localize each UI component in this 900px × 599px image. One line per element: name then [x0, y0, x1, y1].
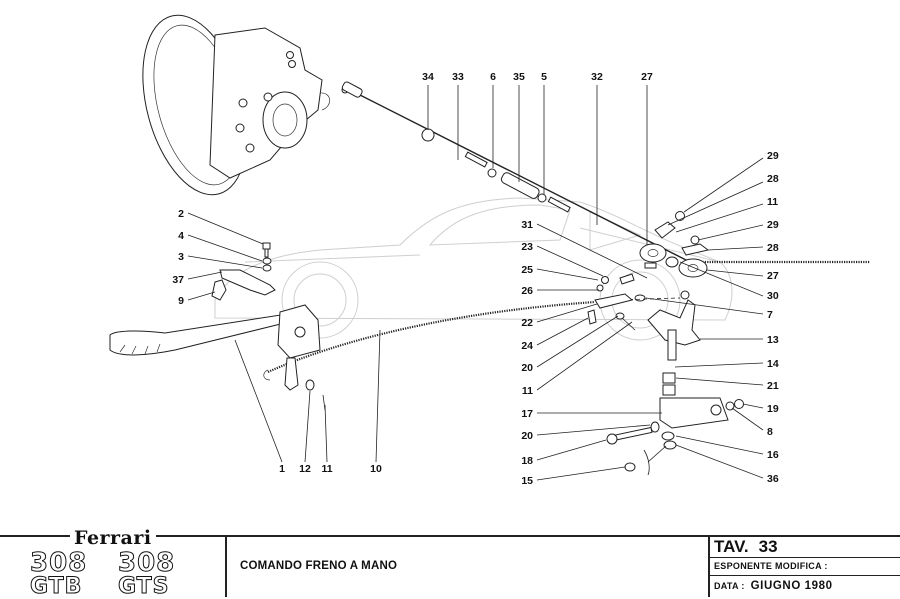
title-block: Ferrari 308 GTB 308 GTS COMANDO FRENO A …: [0, 525, 900, 599]
date-label: DATA :: [714, 581, 745, 591]
callout-top-35: 35: [513, 71, 525, 83]
title-block-right-divider: [708, 535, 710, 597]
callout-right-27: 27: [767, 270, 779, 282]
callout-right-30: 30: [767, 290, 779, 302]
callout-bottom-12: 12: [299, 463, 311, 475]
callout-right-19: 19: [767, 403, 779, 415]
cable-clamp-group: [267, 273, 636, 374]
callout-center-31: 31: [521, 219, 533, 231]
ferrari-logo: Ferrari: [70, 527, 156, 549]
callout-center-25: 25: [521, 264, 533, 276]
callout-top-6: 6: [490, 71, 496, 83]
table-label: TAV.: [714, 537, 749, 556]
rear-brake-caliper-assembly: [142, 14, 349, 196]
callout-center-11: 11: [522, 385, 533, 397]
model-badge-gtb: 308 GTB: [29, 548, 88, 599]
date-field: DATA : GIUGNO 1980: [714, 580, 833, 592]
callout-right-28a: 28: [767, 173, 779, 185]
callout-center-15: 15: [521, 475, 533, 487]
revision-label: ESPONENTE MODIFICA :: [714, 561, 828, 571]
model-variant: GTB: [29, 574, 83, 599]
callout-left-37: 37: [172, 274, 184, 286]
callout-right-29b: 29: [767, 219, 779, 231]
callout-right-28b: 28: [767, 242, 779, 254]
title-block-top-rule: [0, 535, 900, 537]
exploded-parts-diagram: 34 33 6 35 5 32 27 29 28 11 29 28 27 30 …: [109, 14, 870, 487]
callout-top-33: 33: [452, 71, 464, 83]
title-block-row-rule-2: [708, 575, 900, 576]
callout-left-3: 3: [178, 251, 184, 263]
callout-bottom-11: 11: [321, 463, 332, 475]
table-number: TAV. 33: [714, 537, 778, 557]
callout-center-20a: 20: [521, 362, 533, 374]
table-value: 33: [758, 537, 778, 556]
model-badge-gts: 308 GTS: [117, 548, 176, 599]
callout-top-34: 34: [422, 71, 434, 83]
callout-right-36: 36: [767, 473, 779, 485]
model-number: 308: [117, 548, 176, 578]
callout-top-27: 27: [641, 71, 653, 83]
callout-right-29a: 29: [767, 150, 779, 162]
callout-top-5: 5: [541, 71, 547, 83]
callout-top-32: 32: [591, 71, 603, 83]
cable-pulley-group: [639, 211, 710, 278]
callout-center-24: 24: [521, 340, 533, 352]
callout-center-20b: 20: [521, 430, 533, 442]
callout-bottom-10: 10: [370, 463, 382, 475]
callout-right-8: 8: [767, 426, 773, 438]
callout-left-2: 2: [178, 208, 184, 220]
lower-lever-arm: [606, 372, 744, 476]
callout-right-13: 13: [767, 334, 779, 346]
callout-right-7: 7: [767, 309, 773, 321]
callout-labels: 34 33 6 35 5 32 27 29 28 11 29 28 27 30 …: [172, 71, 779, 487]
callout-center-22: 22: [521, 317, 533, 329]
callout-center-18: 18: [521, 455, 533, 467]
drawing-title: COMANDO FRENO A MANO: [240, 560, 398, 572]
model-variant: GTS: [117, 574, 170, 599]
title-block-row-rule-1: [708, 557, 900, 558]
date-value: GIUGNO 1980: [750, 580, 833, 592]
revision-field: ESPONENTE MODIFICA :: [714, 561, 828, 571]
callout-right-14: 14: [767, 358, 779, 370]
title-block-left-divider: [225, 535, 227, 597]
left-bracket-group: [211, 242, 276, 301]
model-number: 308: [29, 548, 88, 578]
handbrake-lever: [109, 304, 326, 411]
callout-left-9: 9: [178, 295, 184, 307]
callout-leader-lines: [187, 85, 764, 481]
callout-right-11: 11: [767, 196, 778, 208]
callout-right-16: 16: [767, 449, 779, 461]
callout-center-17: 17: [521, 408, 533, 420]
callout-right-21: 21: [767, 380, 779, 392]
brake-cable-assembly: [341, 81, 870, 264]
callout-center-23: 23: [521, 241, 533, 253]
callout-center-26: 26: [521, 285, 533, 297]
callout-bottom-1: 1: [279, 463, 285, 475]
callout-left-4: 4: [178, 230, 184, 242]
